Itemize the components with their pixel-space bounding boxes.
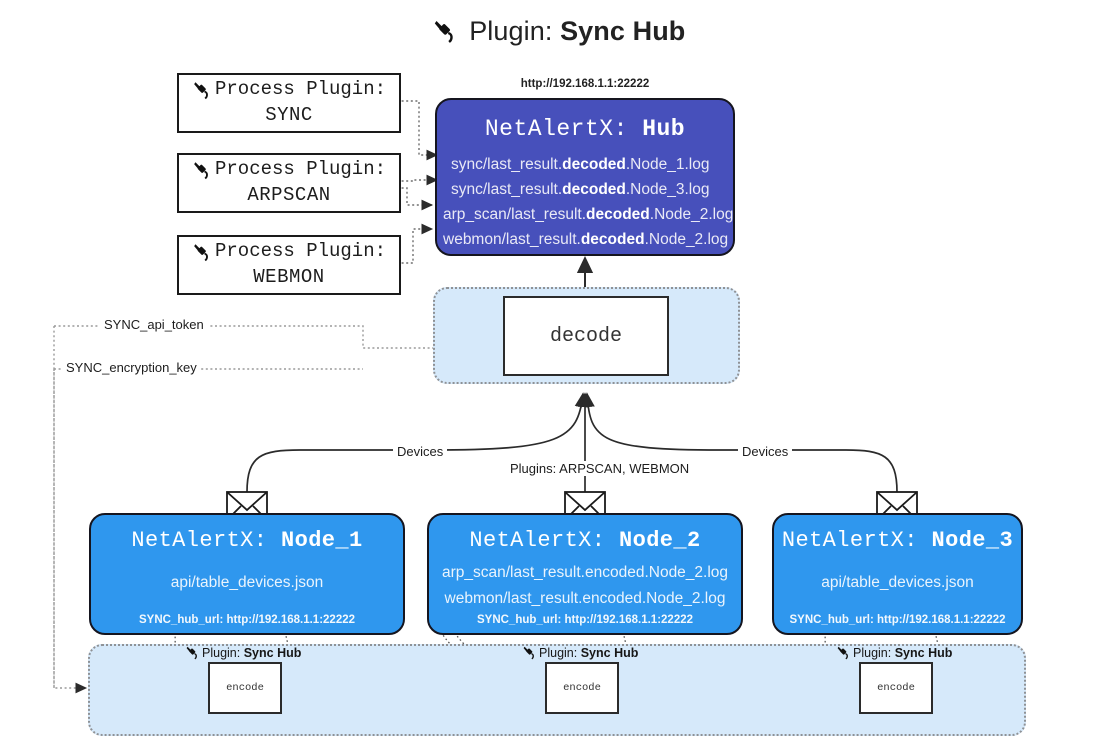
hub-log-row: arp_scan/last_result.decoded.Node_2.log xyxy=(437,202,733,227)
node-title-name: Node_3 xyxy=(931,528,1014,553)
page-title-main: Sync Hub xyxy=(560,16,686,46)
hub-log-post: .Node_2.log xyxy=(649,206,734,224)
hub-title-prefix: NetAlertX: xyxy=(484,116,628,142)
node-box-node-1[interactable]: NetAlertX: Node_1 api/table_devices.json… xyxy=(89,513,405,635)
hub-log-row: webmon/last_result.decoded.Node_2.log xyxy=(437,227,733,252)
plug-icon xyxy=(434,21,453,43)
hub-log-row: sync/last_result.decoded.Node_1.log xyxy=(437,152,733,177)
encoder-plugin-name: Sync Hub xyxy=(243,645,302,660)
node-hub-url: SYNC_hub_url: http://192.168.1.1:22222 xyxy=(789,614,1006,626)
encode-label: encode xyxy=(877,682,915,694)
hub-log-pre: arp_scan/last_result. xyxy=(443,206,587,224)
node-title-prefix: NetAlertX: xyxy=(781,528,918,553)
node-title-name: Node_2 xyxy=(619,528,701,553)
process-plugin-line1: Process Plugin: xyxy=(214,158,387,181)
encoder-plugin-label-2: Plugin: Sync Hub xyxy=(522,645,638,660)
plug-icon xyxy=(186,646,197,660)
plug-icon xyxy=(194,82,208,100)
hub-log-pre: sync/last_result. xyxy=(451,181,563,199)
node-resource-line: api/table_devices.json xyxy=(170,574,324,591)
plug-icon xyxy=(194,162,208,180)
encode-label: encode xyxy=(226,682,264,694)
node-resource-line: webmon/last_result.encoded.Node_2.log xyxy=(444,590,726,608)
node-hub-url: SYNC_hub_url: http://192.168.1.1:22222 xyxy=(138,614,356,626)
encoder-plugin-name: Sync Hub xyxy=(580,645,639,660)
hub-log-pre: sync/last_result. xyxy=(451,156,563,173)
node-resource-line: arp_scan/last_result.encoded.Node_2.log xyxy=(441,564,729,581)
plug-icon xyxy=(837,646,848,660)
encoder-plugin-label-3: Plugin: Sync Hub xyxy=(836,645,952,660)
node-title-name: Node_1 xyxy=(281,528,363,553)
process-plugin-box-arpscan[interactable]: Process Plugin: ARPSCAN xyxy=(177,153,401,213)
hub-log-post: .Node_1.log xyxy=(625,156,710,173)
decode-label: decode xyxy=(549,324,622,348)
node-box-node-3[interactable]: NetAlertX: Node_3 api/table_devices.json… xyxy=(772,513,1023,635)
hub-box[interactable]: NetAlertX: Hub sync/last_result.decoded.… xyxy=(435,98,735,256)
encode-box-1[interactable]: encode xyxy=(208,662,282,714)
encode-label: encode xyxy=(563,682,601,694)
encode-box-3[interactable]: encode xyxy=(859,662,933,714)
encode-box-2[interactable]: encode xyxy=(545,662,619,714)
hub-log-post: .Node_3.log xyxy=(625,181,710,199)
hub-title-name: Hub xyxy=(642,116,686,142)
process-plugin-line2: WEBMON xyxy=(253,266,325,288)
edge-label-devices-right: Devices xyxy=(738,444,793,459)
node-box-node-2[interactable]: NetAlertX: Node_2 arp_scan/last_result.e… xyxy=(427,513,743,635)
hub-log-mid: decoded xyxy=(562,156,626,173)
process-plugin-line2: ARPSCAN xyxy=(247,184,331,206)
encoder-plugin-prefix: Plugin: xyxy=(853,645,892,660)
node-title: NetAlertX: Node_1 xyxy=(91,528,403,553)
encoder-plugin-name: Sync Hub xyxy=(894,645,953,660)
page-title-prefix: Plugin: xyxy=(469,16,553,46)
encoder-plugin-prefix: Plugin: xyxy=(539,645,578,660)
process-plugin-box-webmon[interactable]: Process Plugin: WEBMON xyxy=(177,235,401,295)
edge-label-devices-left: Devices xyxy=(393,444,448,459)
hub-log-rows: sync/last_result.decoded.Node_1.log sync… xyxy=(437,152,733,252)
hub-log-mid: decoded xyxy=(562,181,626,199)
hub-title: NetAlertX: Hub xyxy=(437,116,733,142)
hub-log-row: sync/last_result.decoded.Node_3.log xyxy=(437,177,733,202)
process-plugin-line2: SYNC xyxy=(265,104,313,126)
process-plugin-box-sync[interactable]: Process Plugin: SYNC xyxy=(177,73,401,133)
node-title: NetAlertX: Node_3 xyxy=(774,528,1021,553)
secret-label-encryption-key: SYNC_encryption_key xyxy=(62,360,201,375)
node-resource-line: api/table_devices.json xyxy=(821,574,974,591)
hub-url-caption: http://192.168.1.1:22222 xyxy=(520,78,650,90)
node-title-prefix: NetAlertX: xyxy=(131,528,268,553)
page-title: Plugin: Sync Hub xyxy=(0,16,1117,47)
process-plugin-line1: Process Plugin: xyxy=(214,240,387,263)
decode-box[interactable]: decode xyxy=(503,296,669,376)
plug-icon xyxy=(194,244,208,262)
encoder-plugin-prefix: Plugin: xyxy=(202,645,241,660)
hub-log-mid: decoded xyxy=(580,231,645,249)
hub-log-post: .Node_2.log xyxy=(644,231,729,249)
hub-log-mid: decoded xyxy=(586,206,650,224)
encoder-plugin-label-1: Plugin: Sync Hub xyxy=(185,645,301,660)
hub-log-pre: webmon/last_result. xyxy=(443,231,581,249)
nodes-to-decode-edges xyxy=(246,392,898,493)
plug-icon xyxy=(523,646,534,660)
node-title: NetAlertX: Node_2 xyxy=(429,528,741,553)
node-hub-url: SYNC_hub_url: http://192.168.1.1:22222 xyxy=(476,614,694,626)
edge-label-plugins-middle: Plugins: ARPSCAN, WEBMON xyxy=(506,461,694,476)
node-title-prefix: NetAlertX: xyxy=(469,528,606,553)
process-plugin-line1: Process Plugin: xyxy=(214,78,387,101)
secret-label-api-token: SYNC_api_token xyxy=(100,317,208,332)
plugin-to-hub-connectors xyxy=(397,100,439,264)
